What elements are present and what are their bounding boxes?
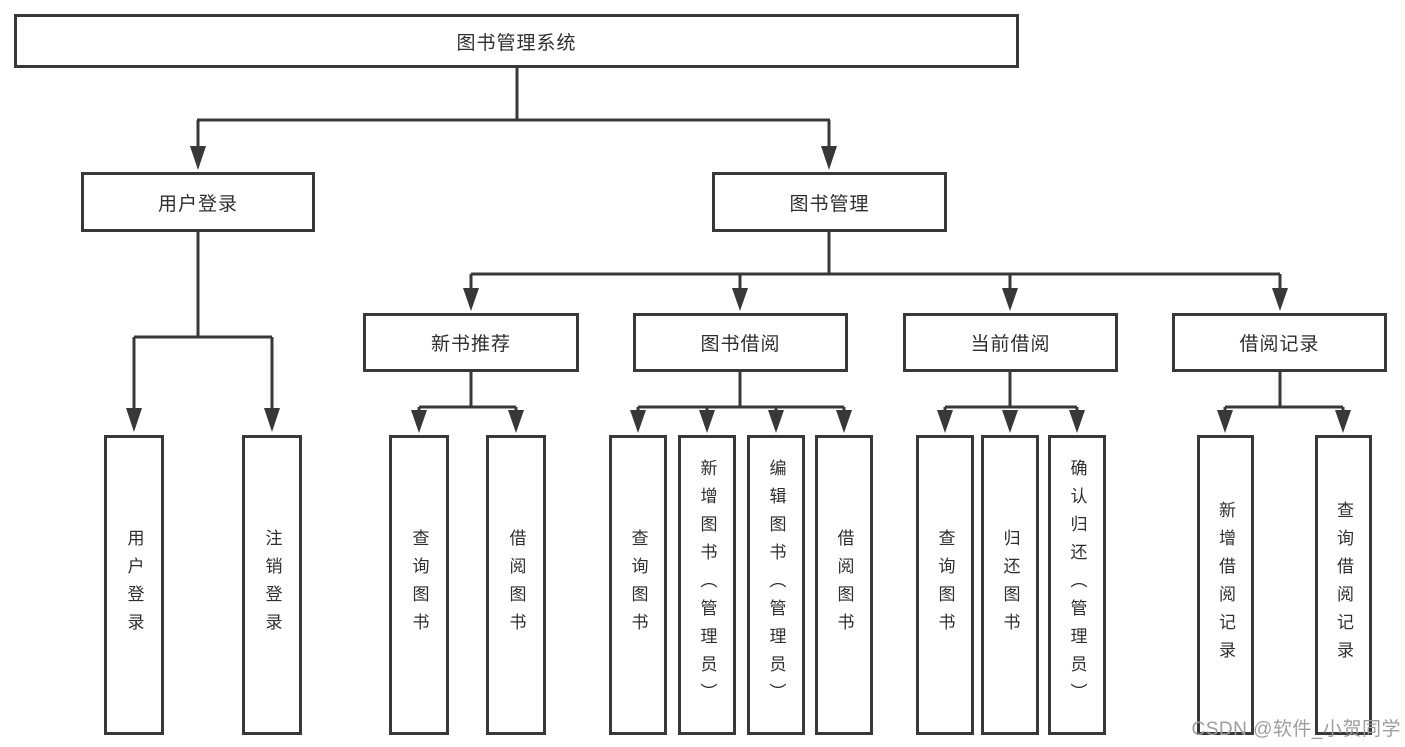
node-user-login-module: 用户登录 — [81, 172, 315, 232]
leaf-label: 借阅图书 — [834, 529, 854, 641]
leaf-logout: 注销登录 — [242, 435, 302, 735]
node-new-book-recommendation: 新书推荐 — [363, 313, 579, 372]
leaf-borrow-books-2: 借阅图书 — [815, 435, 873, 735]
leaf-query-borrow-record: 查询借阅记录 — [1315, 435, 1372, 735]
leaf-label: 新增图书（管理员） — [697, 459, 717, 711]
leaf-label: 用户登录 — [124, 529, 144, 641]
leaf-label: 查询图书 — [628, 529, 648, 641]
leaf-label: 归还图书 — [1000, 529, 1020, 641]
leaf-confirm-return-admin: 确认归还（管理员） — [1048, 435, 1106, 735]
leaf-query-books-2: 查询图书 — [609, 435, 667, 735]
node-book-management: 图书管理 — [712, 172, 947, 232]
node-label: 图书借阅 — [700, 334, 781, 355]
leaf-return-books: 归还图书 — [981, 435, 1039, 735]
leaf-query-books-1: 查询图书 — [389, 435, 449, 735]
leaf-user-login: 用户登录 — [104, 435, 164, 735]
csdn-watermark: CSDN @软件_小贺同学 — [1191, 719, 1401, 740]
leaf-label: 注销登录 — [262, 529, 282, 641]
leaf-add-books-admin: 新增图书（管理员） — [678, 435, 736, 735]
node-label: 当前借阅 — [970, 334, 1051, 355]
leaf-query-books-3: 查询图书 — [916, 435, 974, 735]
leaf-label: 借阅图书 — [506, 529, 526, 641]
leaf-label: 查询借阅记录 — [1334, 501, 1353, 669]
leaf-label: 查询图书 — [935, 529, 955, 641]
node-root-label: 图书管理系统 — [456, 32, 577, 54]
leaf-borrow-books-1: 借阅图书 — [486, 435, 546, 735]
node-current-borrowing: 当前借阅 — [903, 313, 1118, 372]
node-label: 图书管理 — [789, 193, 870, 215]
node-label: 新书推荐 — [430, 334, 511, 355]
node-label: 借阅记录 — [1239, 334, 1320, 355]
leaf-label: 确认归还（管理员） — [1067, 459, 1087, 711]
node-borrowing-records: 借阅记录 — [1172, 313, 1387, 372]
leaf-add-borrow-record: 新增借阅记录 — [1197, 435, 1254, 735]
node-book-borrowing: 图书借阅 — [633, 313, 848, 372]
leaf-label: 编辑图书（管理员） — [766, 459, 786, 711]
node-root-library-system: 图书管理系统 — [14, 14, 1019, 68]
leaf-edit-books-admin: 编辑图书（管理员） — [747, 435, 805, 735]
node-label: 用户登录 — [157, 193, 238, 215]
leaf-label: 查询图书 — [409, 529, 429, 641]
leaf-label: 新增借阅记录 — [1216, 501, 1235, 669]
